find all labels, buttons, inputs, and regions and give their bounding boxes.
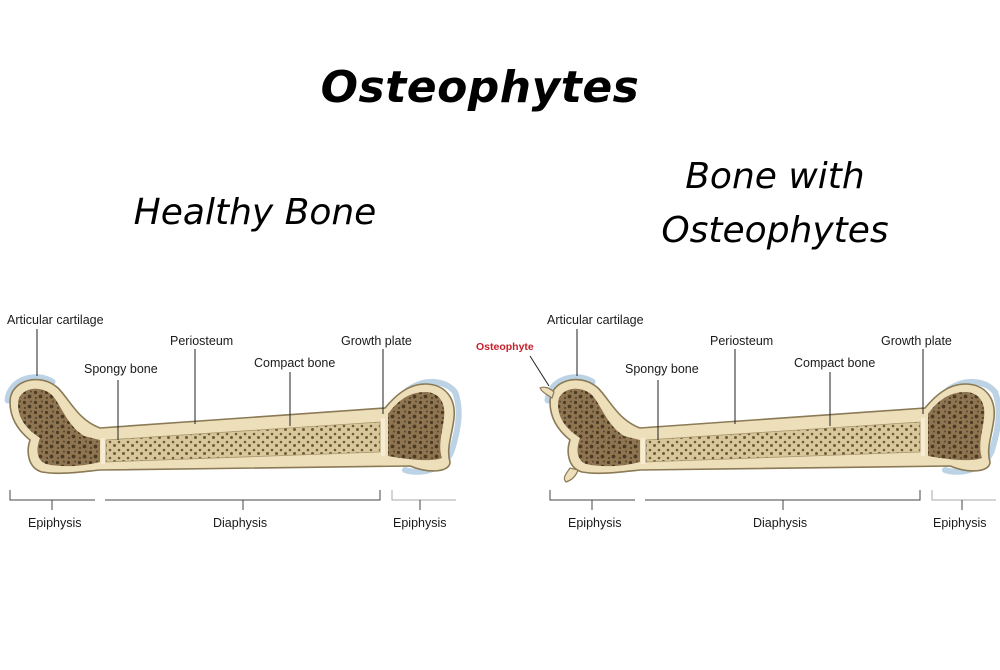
osteophyte-spur-lower	[563, 467, 579, 483]
label-epiphysis-right-right-panel: Epiphysis	[933, 516, 987, 530]
page-title: Osteophytes	[320, 62, 640, 113]
osteophyte-spur	[539, 386, 555, 399]
osteophyte-heading-line1: Bone with	[685, 156, 865, 197]
label-spongy-bone: Spongy bone	[84, 362, 158, 376]
label-growth-plate: Growth plate	[341, 334, 412, 348]
healthy-bone-heading: Healthy Bone	[133, 192, 377, 233]
label-compact-bone-right: Compact bone	[794, 356, 875, 370]
healthy-bone: Articular cartilage Periosteum Growth pl…	[7, 313, 459, 530]
osteophyte-bone: Osteophyte Articular cartilage Periosteu…	[476, 313, 999, 530]
label-periosteum: Periosteum	[170, 334, 233, 348]
label-compact-bone: Compact bone	[254, 356, 335, 370]
label-epiphysis-right: Epiphysis	[393, 516, 447, 530]
label-periosteum-right: Periosteum	[710, 334, 773, 348]
label-diaphysis-right: Diaphysis	[753, 516, 807, 530]
label-osteophyte: Osteophyte	[476, 341, 534, 353]
label-spongy-bone-right: Spongy bone	[625, 362, 699, 376]
label-epiphysis-left: Epiphysis	[28, 516, 82, 530]
label-articular-cartilage: Articular cartilage	[7, 313, 104, 327]
osteophyte-heading-line2: Osteophytes	[661, 210, 889, 251]
label-diaphysis: Diaphysis	[213, 516, 267, 530]
osteophyte-bone-heading: Bone with Osteophytes	[620, 150, 930, 258]
label-epiphysis-left-right-panel: Epiphysis	[568, 516, 622, 530]
label-growth-plate-right: Growth plate	[881, 334, 952, 348]
label-articular-cartilage-right: Articular cartilage	[547, 313, 644, 327]
